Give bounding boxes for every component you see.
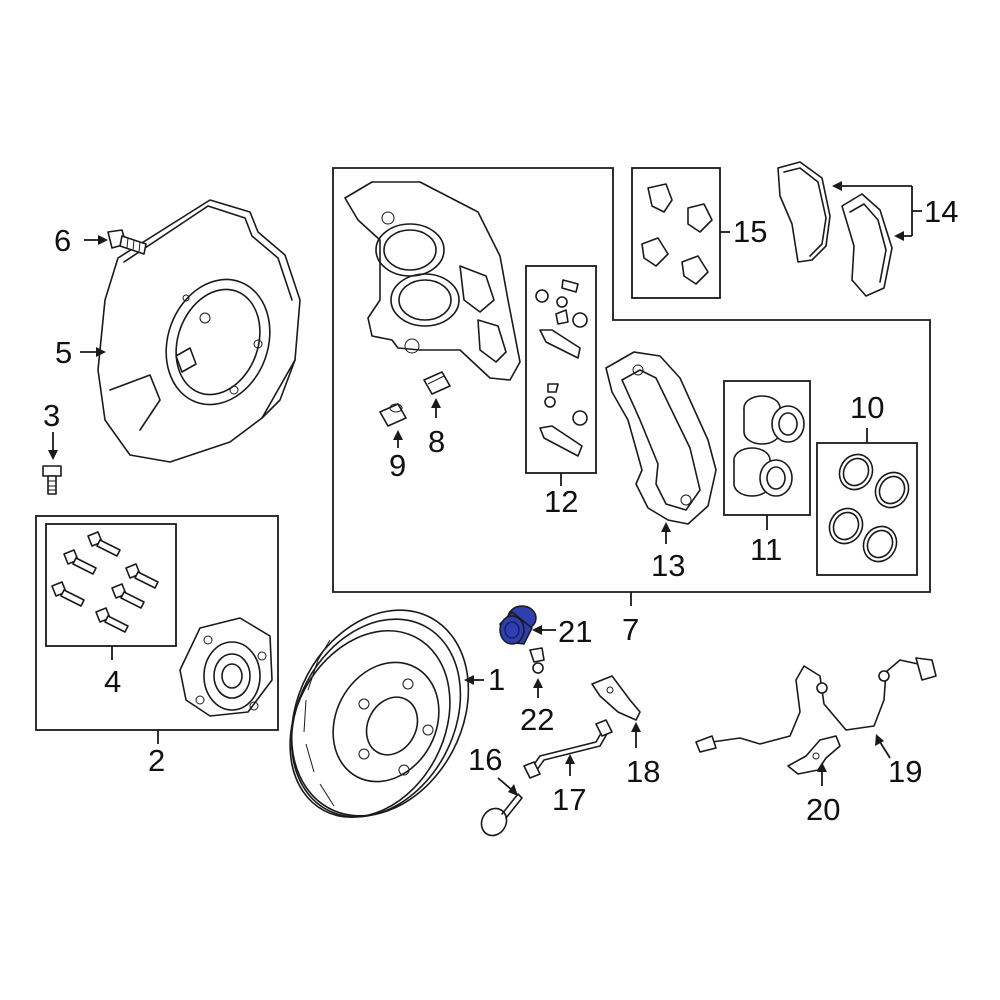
bushing-9 xyxy=(379,403,407,427)
callout-4: 4 xyxy=(104,664,121,699)
wheel-studs xyxy=(51,531,159,633)
hub-kit-box xyxy=(35,515,279,731)
bleeder-22 xyxy=(529,647,545,674)
callout-7: 7 xyxy=(622,612,639,647)
abs-sensor-harness xyxy=(695,657,937,753)
callout-12: 12 xyxy=(544,484,578,519)
callout-2: 2 xyxy=(148,743,165,778)
callout-3: 3 xyxy=(43,398,60,433)
callout-8: 8 xyxy=(428,424,445,459)
caliper-pistons xyxy=(733,395,805,497)
pad-hardware-clips xyxy=(641,183,713,285)
caliper-bracket xyxy=(605,351,717,525)
cap-16 xyxy=(480,793,523,837)
callout-5: 5 xyxy=(55,335,72,370)
brake-pads xyxy=(777,161,893,297)
callout-20: 20 xyxy=(806,792,840,827)
caliper-body xyxy=(344,181,521,381)
callout-16: 16 xyxy=(468,742,502,777)
piston-seals xyxy=(828,453,910,563)
callout-17: 17 xyxy=(552,782,586,817)
leader-lines xyxy=(48,181,922,796)
callout-13: 13 xyxy=(651,548,685,583)
callout-11: 11 xyxy=(750,532,782,567)
callout-21: 21 xyxy=(558,614,592,649)
callout-6: 6 xyxy=(54,223,71,258)
dust-shield xyxy=(97,199,301,463)
callout-14: 14 xyxy=(924,194,958,229)
callout-22: 22 xyxy=(520,702,554,737)
sensor-bracket-20 xyxy=(787,735,841,775)
callout-9: 9 xyxy=(389,448,406,483)
bolt-3 xyxy=(42,465,62,495)
callout-19: 19 xyxy=(888,754,922,789)
brake-rotor xyxy=(289,609,470,819)
wheel-hub xyxy=(179,617,273,717)
callout-1: 1 xyxy=(488,662,505,697)
caliper-assembly-box xyxy=(332,167,931,593)
guide-pin-8 xyxy=(423,371,451,395)
shield-bolt xyxy=(107,229,147,255)
brake-hose xyxy=(523,719,613,779)
bolt-kit-box xyxy=(45,523,177,647)
caliper-pin-kit xyxy=(535,279,588,457)
pad-hardware-box xyxy=(631,167,721,299)
hose-bracket-18 xyxy=(591,675,641,721)
callout-labels: 6 5 3 4 2 9 8 12 13 11 10 15 14 7 1 21 2… xyxy=(43,194,958,827)
callout-18: 18 xyxy=(626,754,660,789)
highlighted-part-21 xyxy=(499,605,537,645)
callout-15: 15 xyxy=(733,214,767,249)
callout-10: 10 xyxy=(850,390,884,425)
